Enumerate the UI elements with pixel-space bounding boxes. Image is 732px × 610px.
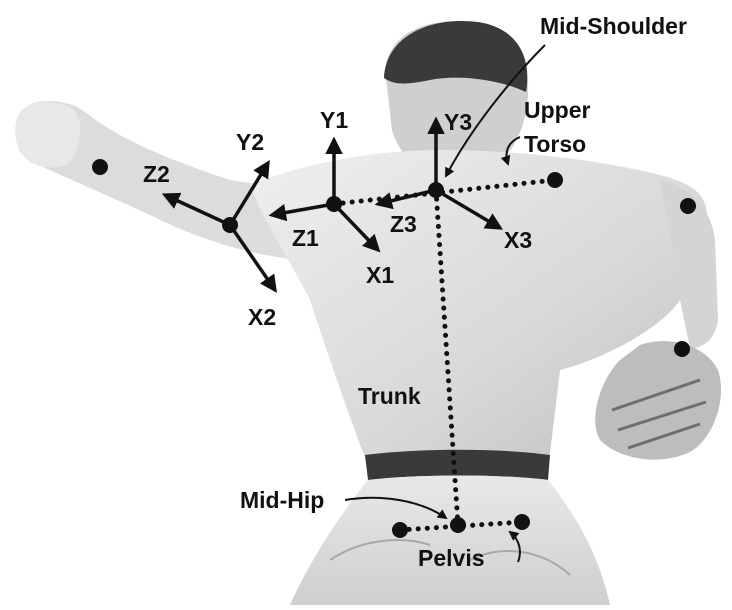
label-z2: Z2 — [143, 161, 170, 187]
label-mid-hip: Mid-Hip — [240, 487, 324, 513]
pitcher-photo — [15, 21, 721, 605]
label-torso: Torso — [524, 131, 586, 157]
player-belt — [365, 450, 550, 480]
label-x2: X2 — [248, 304, 276, 330]
label-mid-shoulder: Mid-Shoulder — [540, 13, 687, 39]
label-z1: Z1 — [292, 225, 319, 251]
label-trunk: Trunk — [358, 383, 421, 409]
label-z3: Z3 — [390, 211, 417, 237]
label-upper: Upper — [524, 97, 591, 123]
elbow-marker — [222, 217, 238, 233]
label-x1: X1 — [366, 262, 394, 288]
right-hip-marker — [392, 522, 408, 538]
glove-elbow-marker — [680, 198, 696, 214]
player-hand — [15, 102, 80, 168]
left-shoulder-marker — [547, 172, 563, 188]
left-hip-marker — [514, 514, 530, 530]
label-y2: Y2 — [236, 129, 264, 155]
mid-shoulder-marker — [428, 182, 444, 198]
label-x3: X3 — [504, 227, 532, 253]
glove-wrist-marker — [674, 341, 690, 357]
player-glove — [595, 341, 721, 459]
mid-hip-marker — [450, 517, 466, 533]
label-y3: Y3 — [444, 109, 472, 135]
player-pants — [290, 476, 610, 606]
label-pelvis: Pelvis — [418, 545, 485, 571]
label-y1: Y1 — [320, 107, 348, 133]
right-shoulder-marker — [326, 196, 342, 212]
wrist-marker — [92, 159, 108, 175]
